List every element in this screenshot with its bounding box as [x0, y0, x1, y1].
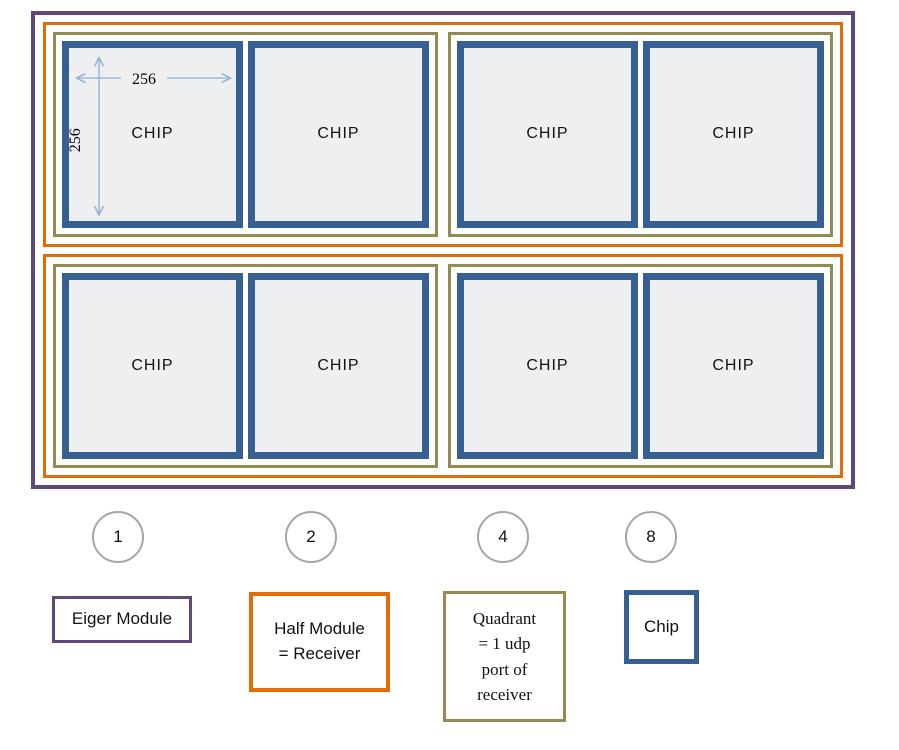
chip-label: CHIP: [131, 356, 174, 374]
count-circle-module: 1: [92, 511, 144, 563]
count-module: 1: [113, 527, 123, 546]
chip-6: CHIP: [248, 272, 429, 459]
chip-4: CHIP: [643, 41, 824, 228]
chip-3: CHIP: [457, 41, 638, 228]
legend-quadrant-label: Quadrant = 1 udp port of receiver: [472, 608, 537, 705]
chip-label: CHIP: [712, 125, 755, 143]
quadrant-top-right: CHIP CHIP: [448, 32, 833, 237]
legend-chip-label: Chip: [644, 616, 679, 636]
chip-1: 256 256 CHIP: [62, 41, 243, 228]
chip-label: CHIP: [131, 125, 174, 143]
chip-7: CHIP: [457, 272, 638, 459]
count-circle-chip: 8: [625, 511, 677, 563]
count-circle-quadrant: 4: [477, 511, 529, 563]
chip-5: CHIP: [62, 272, 243, 459]
count-quadrant: 4: [498, 527, 508, 546]
count-circle-half-module: 2: [285, 511, 337, 563]
half-module-top: 256 256 CHIP CHIP CHIP CHIP: [43, 22, 843, 247]
legend-half-module: Half Module = Receiver: [249, 592, 390, 692]
dimension-arrows: 256 256: [69, 48, 236, 221]
legend-eiger-module: Eiger Module: [52, 596, 192, 643]
legend-half-module-label: Half Module = Receiver: [274, 619, 365, 663]
legend-chip: Chip: [624, 590, 699, 664]
chip-label: CHIP: [526, 356, 569, 374]
chip-label: CHIP: [526, 125, 569, 143]
chip-height-label: 256: [69, 128, 84, 152]
chip-width-label: 256: [132, 71, 156, 88]
chip-label: CHIP: [317, 125, 360, 143]
half-module-bottom: CHIP CHIP CHIP CHIP: [43, 253, 843, 478]
legend-quadrant: Quadrant = 1 udp port of receiver: [443, 591, 566, 722]
eiger-module-outline: 256 256 CHIP CHIP CHIP CHIP: [31, 11, 855, 489]
quadrant-top-left: 256 256 CHIP CHIP: [53, 32, 438, 237]
quadrant-bottom-right: CHIP CHIP: [448, 263, 833, 468]
count-chip: 8: [646, 527, 656, 546]
chip-8: CHIP: [643, 272, 824, 459]
legend-eiger-module-label: Eiger Module: [71, 609, 173, 629]
chip-label: CHIP: [712, 356, 755, 374]
chip-2: CHIP: [248, 41, 429, 228]
quadrant-bottom-left: CHIP CHIP: [53, 263, 438, 468]
chip-label: CHIP: [317, 356, 360, 374]
count-half-module: 2: [306, 527, 316, 546]
